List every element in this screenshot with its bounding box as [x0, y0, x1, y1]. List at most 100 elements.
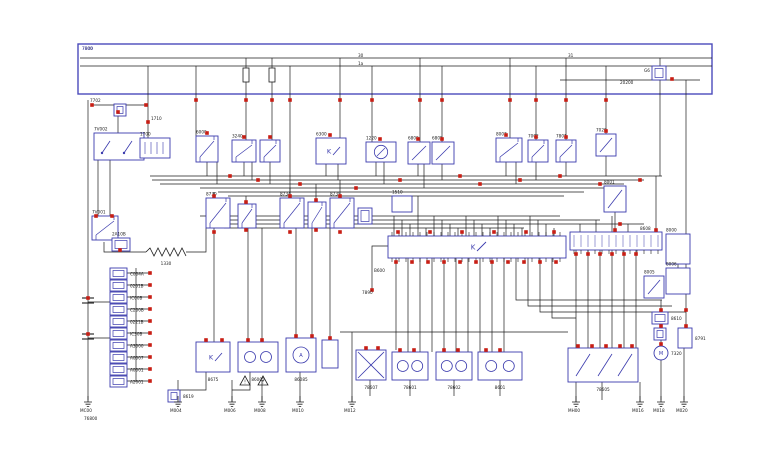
contact-circle: [440, 360, 453, 372]
component-A3000: [109, 339, 128, 352]
connector-pin: [246, 338, 250, 342]
wire: [232, 372, 251, 391]
component-label: 8791: [695, 336, 706, 341]
component-label: 7020: [596, 128, 607, 133]
diagram-label: MC00: [80, 408, 92, 413]
connector-pin: [416, 137, 420, 141]
connector-pin: [456, 348, 460, 352]
connector-pin: [506, 260, 510, 264]
component-IC00B: [109, 291, 128, 304]
component-label: A3000: [130, 344, 144, 349]
component-label: IC00B: [130, 296, 142, 301]
connector-pin: [288, 194, 292, 198]
component-86085: [285, 337, 317, 373]
connector-pin: [604, 129, 608, 133]
wire: [178, 372, 207, 391]
diagram-label: M006: [224, 408, 236, 413]
diagram-label: M008: [254, 408, 266, 413]
component-icon: [113, 103, 127, 117]
diagram-label: 8608: [640, 226, 651, 231]
connector-pin: [684, 324, 688, 328]
connector-pin: [228, 174, 232, 178]
connector-pin: [426, 260, 430, 264]
component-ecu: [387, 235, 567, 259]
component-label: 78605: [596, 387, 610, 392]
connector-pin: [534, 98, 538, 102]
component-icon: [653, 327, 667, 341]
connector-pin: [574, 252, 578, 256]
component-icon: [357, 207, 373, 225]
component-78605: [567, 347, 639, 383]
connector-pin: [110, 214, 114, 218]
connector-pin: [598, 252, 602, 256]
component-label: 8007: [496, 132, 507, 137]
component-8000: [665, 233, 691, 265]
diagram-label: 30: [358, 53, 364, 58]
relay-contact: [333, 202, 351, 224]
component-label: 1510: [392, 190, 403, 195]
ground-symbol: [657, 396, 665, 407]
component-icon: [651, 65, 667, 81]
switch-lever: [123, 140, 133, 154]
connector-pin: [146, 120, 150, 124]
component-label: 6800: [408, 136, 419, 141]
connector-pin: [328, 336, 332, 340]
m-symbol: M: [659, 351, 663, 357]
relay-contact: [531, 144, 545, 158]
sensor-stroke: [599, 137, 613, 153]
wire: [551, 258, 576, 319]
component-label: 8675: [208, 377, 219, 382]
connector-pin: [492, 230, 496, 234]
connector-pin: [552, 230, 556, 234]
component-0221B: [109, 315, 128, 328]
component-8610: [651, 311, 669, 325]
component-label: 8735: [330, 192, 341, 197]
component-1700: [139, 137, 171, 159]
component-label: 78607: [364, 385, 378, 390]
component-A0007: [109, 351, 128, 364]
connector-pin: [394, 260, 398, 264]
connector-pin: [148, 271, 152, 275]
connector-pin: [586, 252, 590, 256]
ground-symbol: [84, 396, 92, 407]
icon-glyph: [654, 68, 664, 78]
gauge-circle: [292, 346, 310, 364]
diagram-label: M018: [653, 408, 665, 413]
icon-glyph: [112, 366, 125, 373]
connector-pin: [364, 346, 368, 350]
connector-pin: [670, 77, 674, 81]
ground-symbol: [636, 396, 644, 407]
icon-glyph: [112, 342, 125, 349]
fan-circle: [373, 144, 389, 160]
component-label: 2A10B: [112, 232, 126, 237]
component-6300: [315, 137, 347, 165]
connector-pin: [604, 98, 608, 102]
component-label: 7320: [671, 351, 682, 356]
component-label: 7V001: [92, 210, 106, 215]
component-7320: [653, 345, 669, 361]
connector-pin: [442, 348, 446, 352]
relay-contact: [311, 206, 323, 224]
bus-label: 7800: [82, 46, 93, 52]
diagram-label: 1710: [151, 116, 162, 121]
component-label: 86085: [294, 377, 308, 382]
switch-pivot: [100, 151, 104, 155]
icon-glyph: [112, 270, 125, 277]
ground-symbol: [258, 396, 266, 407]
diagram-label: B600: [374, 268, 385, 273]
a-symbol: A: [299, 353, 303, 359]
connector-pin: [484, 348, 488, 352]
component-label: 7V002: [94, 127, 108, 132]
wire: [186, 228, 207, 253]
icon-glyph: [654, 314, 666, 322]
icon-glyph: [112, 282, 125, 289]
component-label: C200B: [130, 308, 144, 313]
symbol-line: [376, 147, 386, 157]
component-8601: [477, 351, 523, 381]
connector-pin: [328, 133, 332, 137]
relay-contact: [559, 144, 573, 158]
component-C004A: [109, 267, 128, 280]
connector-pin: [314, 198, 318, 202]
connector-pin: [630, 344, 634, 348]
component-7V002: [93, 132, 145, 161]
